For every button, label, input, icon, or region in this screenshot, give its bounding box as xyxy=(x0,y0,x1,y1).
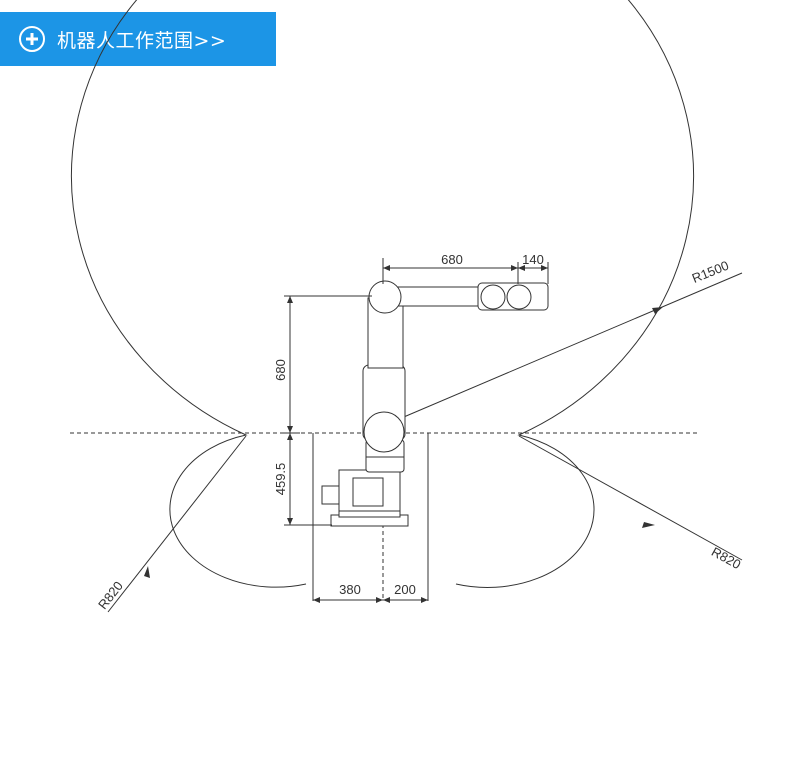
robot-base-connector xyxy=(321,485,340,505)
arrow-top-mid-left xyxy=(511,265,518,271)
arrow-bottom-mid-left xyxy=(376,597,383,603)
robot-wrist-joint-2 xyxy=(506,284,532,310)
arrow-bottom-right xyxy=(421,597,428,603)
dim-label-radius-right: R820 xyxy=(709,544,743,572)
arrow-bottom-left xyxy=(313,597,320,603)
robot-arm xyxy=(321,280,549,527)
plus-circle-icon xyxy=(19,26,45,52)
arrow-left-mid-down xyxy=(287,433,293,440)
robot-shoulder-joint xyxy=(363,411,405,453)
arrow-r1500 xyxy=(652,307,663,314)
dim-label-arm-end: 140 xyxy=(522,252,544,267)
dim-label-reach-radius: R1500 xyxy=(690,258,731,286)
arrow-r820-right xyxy=(642,522,655,528)
r820-left-radius-line xyxy=(107,435,247,613)
arrow-top-mid-right xyxy=(518,265,525,271)
arrow-r820-left xyxy=(144,566,150,578)
arrow-bottom-mid-right xyxy=(383,597,390,603)
dim-label-arm-vertical: 680 xyxy=(273,359,288,381)
r1500-radius-line xyxy=(384,272,743,426)
arrow-top-right xyxy=(541,265,548,271)
dim-label-arm-upper: 680 xyxy=(441,252,463,267)
robot-forearm xyxy=(396,286,484,307)
robot-wrist-joint-1 xyxy=(480,284,506,310)
robot-elbow-joint xyxy=(368,280,402,314)
dim-label-base-rear: 380 xyxy=(339,582,361,597)
robot-base-window xyxy=(352,477,384,507)
arrow-left-bottom xyxy=(287,518,293,525)
section-header: 机器人工作范围>> xyxy=(0,12,276,66)
dim-label-base-height: 459.5 xyxy=(273,463,288,496)
dim-label-base-front: 200 xyxy=(394,582,416,597)
arrow-left-mid-up xyxy=(287,426,293,433)
r820-right-radius-line xyxy=(518,435,743,561)
arrow-top-left xyxy=(383,265,390,271)
arrow-left-top xyxy=(287,296,293,303)
work-envelope-outline xyxy=(71,0,694,588)
section-title: 机器人工作范围>> xyxy=(57,29,227,52)
